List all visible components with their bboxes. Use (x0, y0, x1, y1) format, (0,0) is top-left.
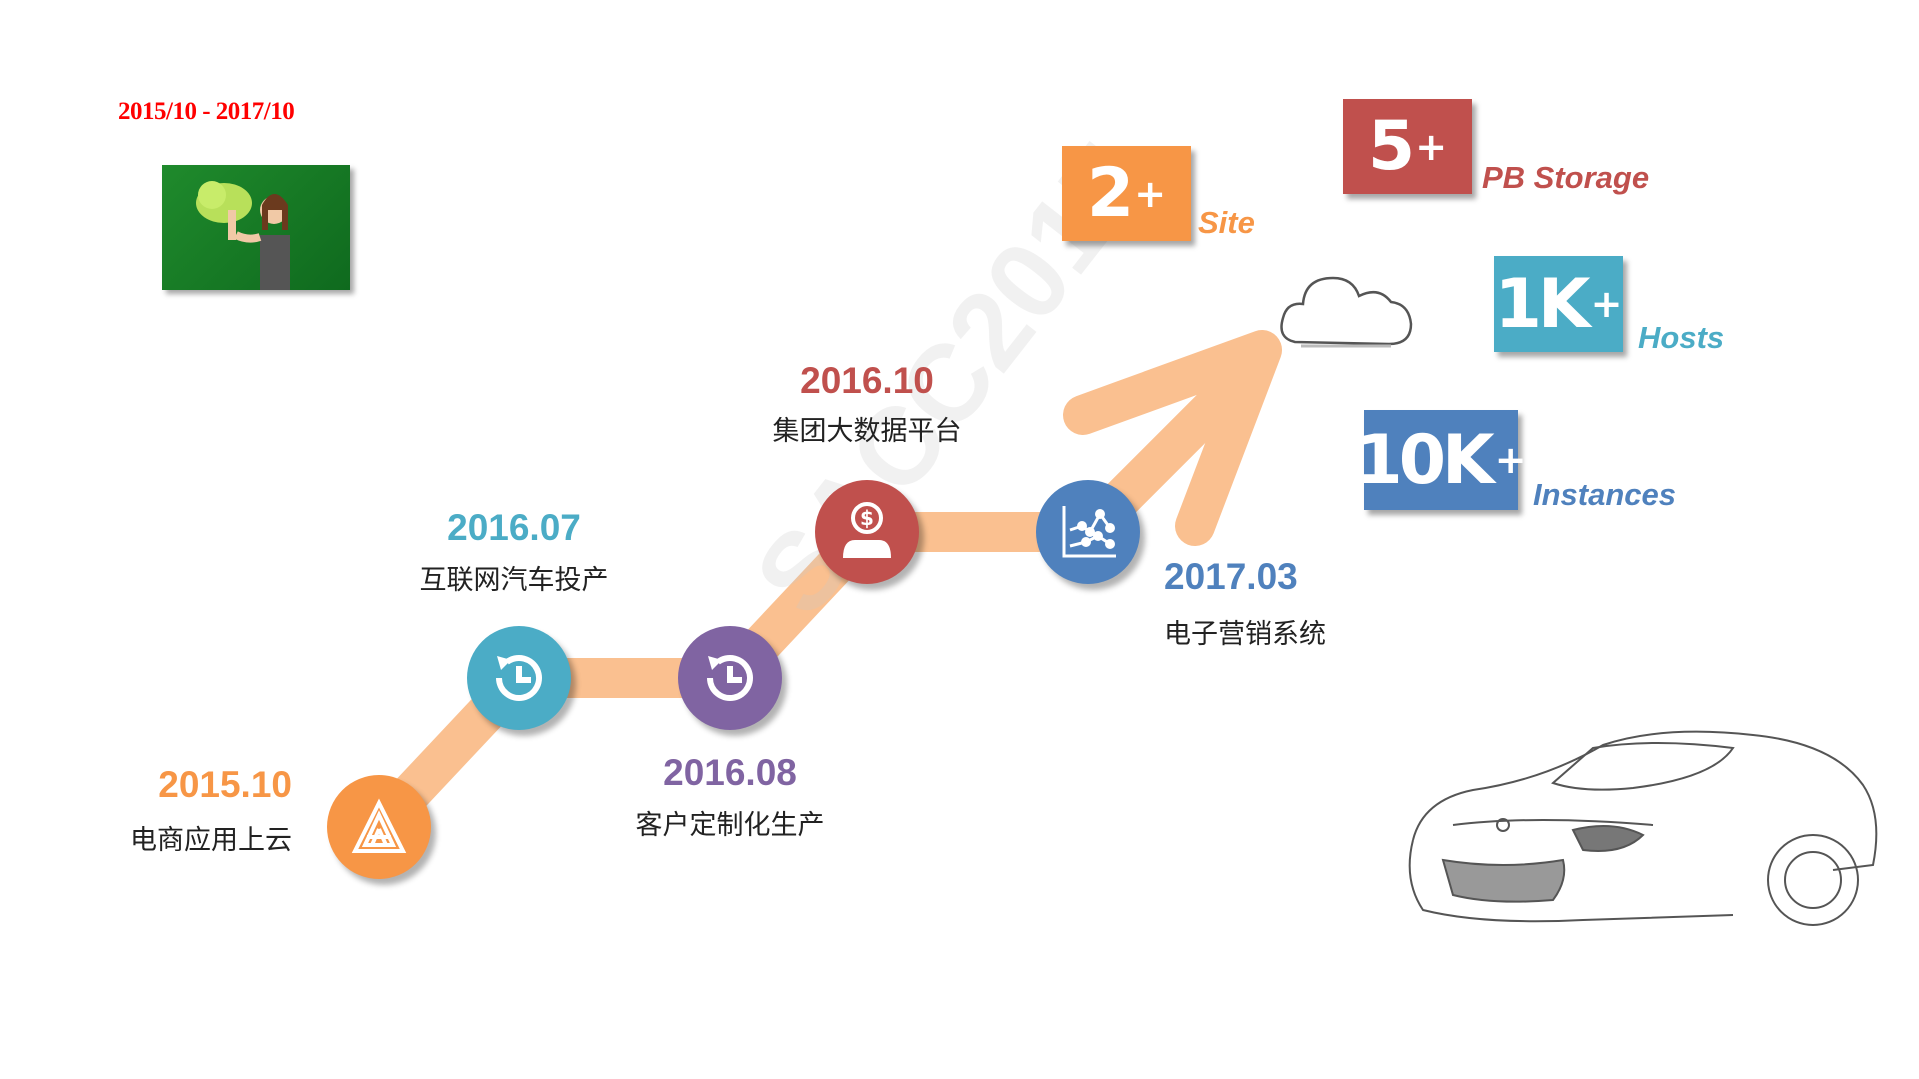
history-clock-icon (496, 655, 542, 701)
milestone-date: 2016.10 (800, 360, 934, 401)
line-chart-icon (1062, 506, 1116, 558)
stat-hosts-badge: 1K+ (1494, 256, 1623, 352)
milestone-2016-10-node: $ (815, 480, 919, 584)
history-clock-icon (707, 655, 753, 701)
stat-suffix: + (1415, 124, 1448, 169)
stat-unit: PB Storage (1482, 160, 1650, 195)
date-range-title: 2015/10 - 2017/10 (118, 98, 295, 125)
woman-cloud-photo (162, 165, 350, 290)
milestone-label: 电商应用上云 (130, 825, 292, 856)
stat-suffix: + (1134, 171, 1167, 216)
stat-value: 5 (1367, 107, 1415, 186)
stat-suffix: + (1590, 282, 1623, 326)
milestone-2015-10-node (327, 775, 431, 879)
stat-storage-badge: 5+ (1343, 99, 1472, 194)
milestone-2016-08-node (678, 626, 782, 730)
stat-value: 2 (1086, 154, 1134, 233)
milestone-date: 2017.03 (1164, 556, 1298, 597)
milestone-date: 2016.07 (447, 507, 581, 548)
stat-value: 10K (1355, 420, 1494, 500)
stat-instances-badge: 10K+ (1355, 410, 1527, 510)
stat-unit: Instances (1533, 477, 1677, 512)
milestone-label: 客户定制化生产 (635, 810, 825, 841)
stat-suffix: + (1494, 438, 1527, 482)
stat-value: 1K (1494, 264, 1591, 344)
milestone-2016-07-node (467, 626, 571, 730)
car-sketch-image (1408, 730, 1878, 926)
svg-text:$: $ (860, 506, 874, 530)
milestone-label: 互联网汽车投产 (419, 565, 609, 596)
milestone-date: 2015.10 (158, 764, 292, 805)
cloud-icon (1280, 276, 1413, 348)
milestone-label: 电子营销系统 (1164, 619, 1326, 650)
stat-unit: Hosts (1638, 320, 1725, 355)
milestone-date: 2016.08 (663, 752, 797, 793)
dollar-person-icon: $ (843, 502, 891, 558)
milestone-2017-03-node (1036, 480, 1140, 584)
milestone-label: 集团大数据平台 (772, 416, 962, 447)
stat-site-badge: 2+ (1062, 146, 1191, 241)
stat-unit: Site (1198, 205, 1255, 240)
triangle-icon (351, 798, 407, 853)
